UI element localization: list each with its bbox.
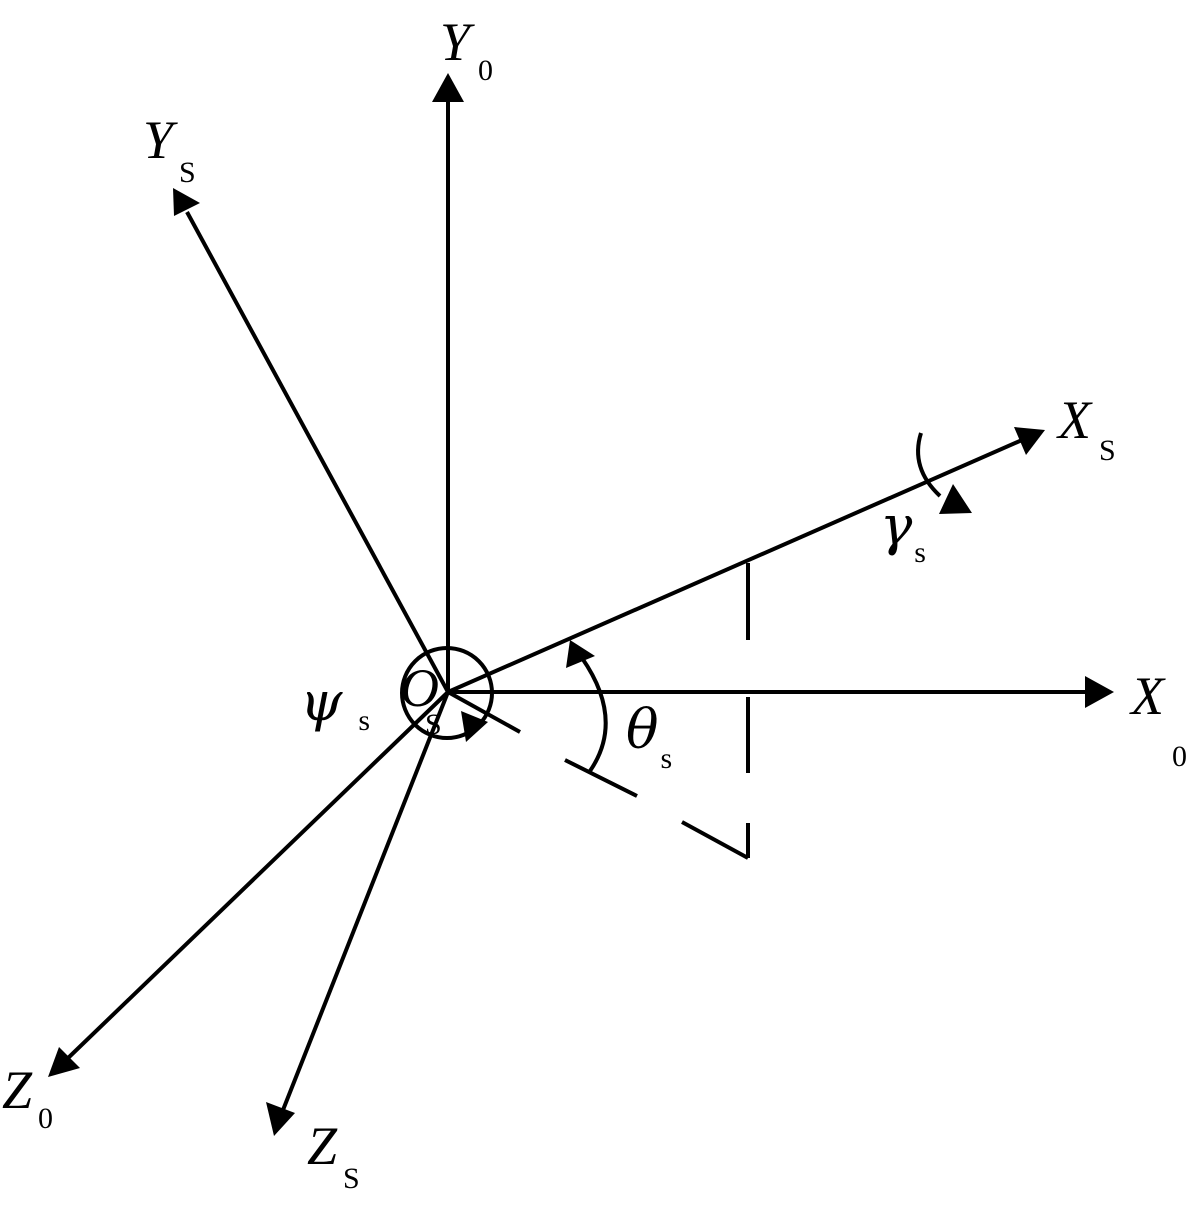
arrowhead-zs xyxy=(266,1102,295,1136)
label-y0-main: Y xyxy=(440,12,475,72)
label-gamma-main: γ xyxy=(880,494,913,557)
label-ys-main: Y xyxy=(143,110,178,170)
label-x0-sub: 0 xyxy=(1172,740,1187,773)
label-theta: θs xyxy=(626,698,672,775)
axis-zs xyxy=(281,691,450,1111)
label-origin-sub: S xyxy=(425,708,442,741)
projection-dash-3 xyxy=(681,820,749,860)
arrowhead-z0 xyxy=(48,1047,80,1077)
label-gamma: γs xyxy=(880,494,926,569)
gamma-arrowhead xyxy=(939,484,972,514)
label-zs-main: Z xyxy=(307,1116,338,1176)
axis-z0 xyxy=(64,690,450,1062)
label-xs: XS xyxy=(1056,390,1116,467)
arrowhead-ys xyxy=(173,188,200,216)
gamma-arc xyxy=(916,432,942,498)
label-y0-sub: 0 xyxy=(478,54,493,87)
arrowhead-xs xyxy=(1014,427,1045,455)
axis-ys xyxy=(185,211,450,693)
label-xs-main: X xyxy=(1056,390,1093,450)
label-theta-sub: s xyxy=(661,742,673,775)
projection-dash-2 xyxy=(564,758,638,798)
projection-dash-1 xyxy=(447,690,521,734)
label-z0-sub: 0 xyxy=(38,1102,53,1135)
label-psi-sub: s xyxy=(358,704,370,737)
label-ys: YS xyxy=(143,110,196,189)
label-theta-main: θ xyxy=(626,698,659,761)
label-origin-main: O xyxy=(400,658,439,718)
label-gamma-sub: s xyxy=(914,536,926,569)
label-x0: X0 xyxy=(1129,666,1187,773)
label-zs-sub: S xyxy=(343,1162,360,1195)
label-psi-main: ψ xyxy=(300,670,343,733)
psi-arrowhead xyxy=(461,711,488,742)
label-xs-sub: S xyxy=(1099,434,1116,467)
label-zs: ZS xyxy=(307,1116,360,1195)
theta-arrowhead xyxy=(566,640,595,668)
axis-xs xyxy=(447,438,1023,694)
label-z0-main: Z xyxy=(2,1060,33,1120)
label-x0-main: X xyxy=(1129,666,1166,726)
label-ys-sub: S xyxy=(179,156,196,189)
theta-arc xyxy=(580,656,608,773)
origin-psi-circle xyxy=(400,646,494,740)
arrowhead-y0 xyxy=(432,73,464,102)
arrowhead-x0 xyxy=(1085,676,1114,708)
